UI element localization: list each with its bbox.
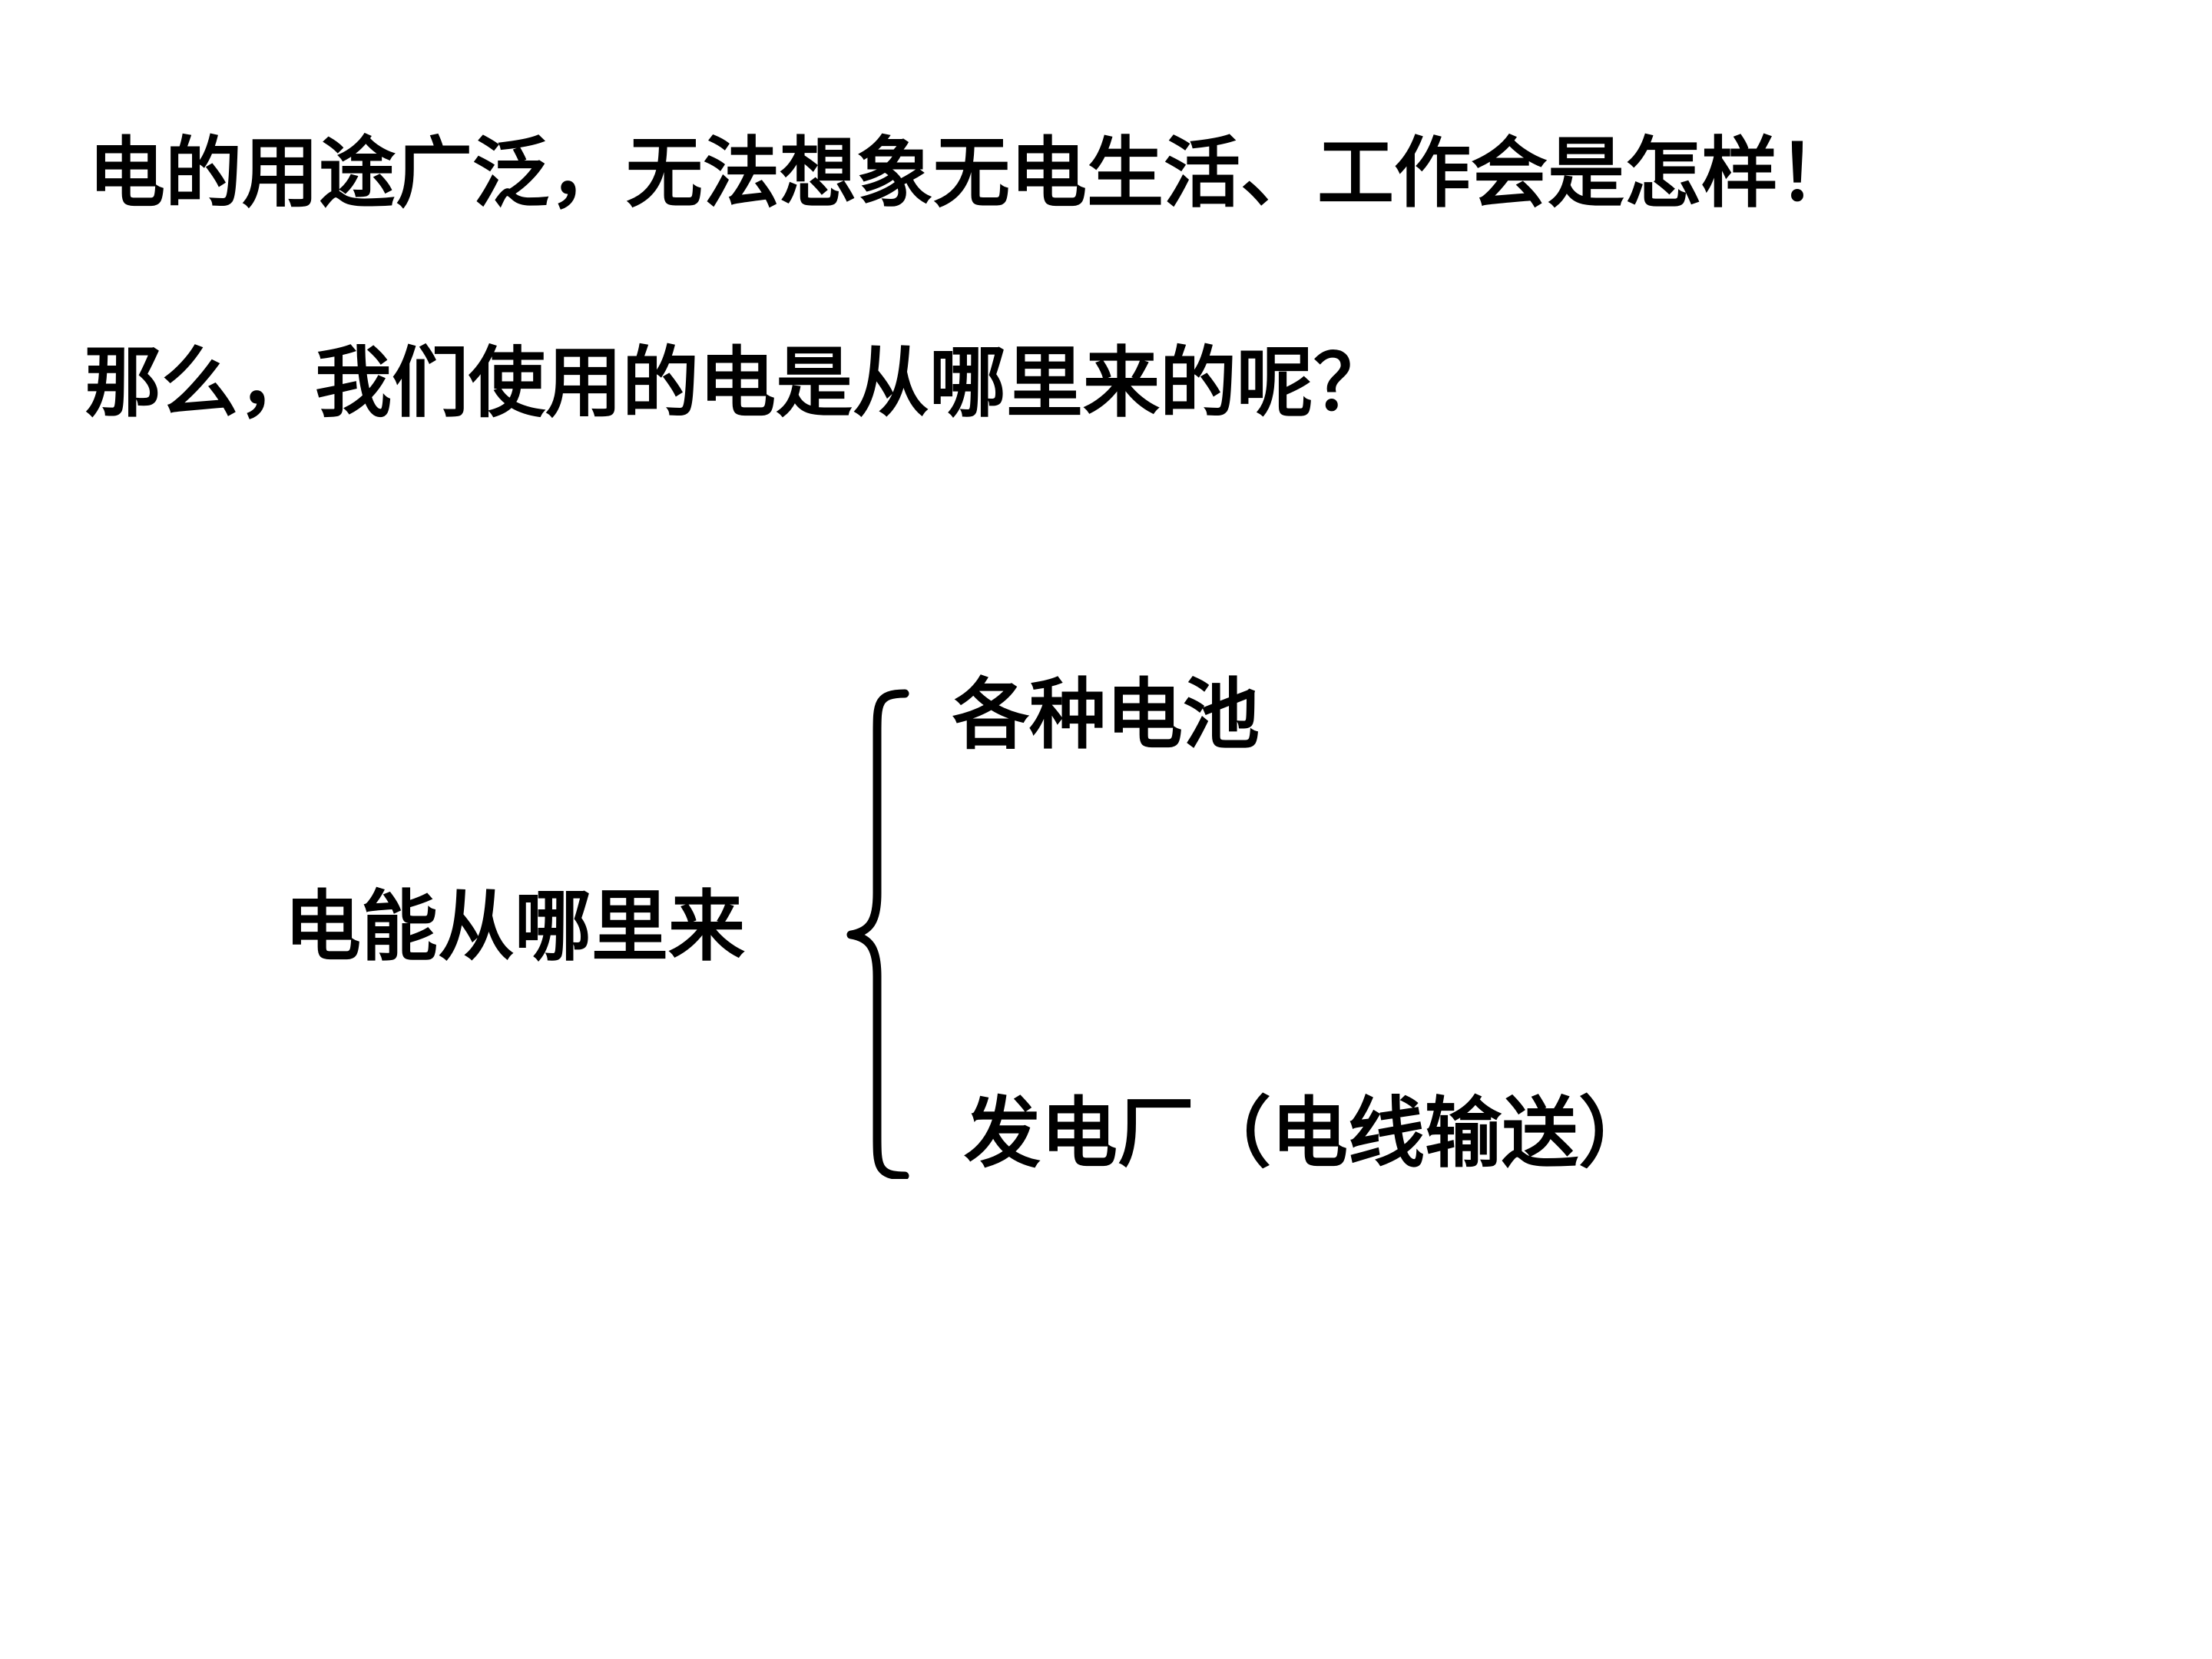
intro-statement: 电的用途广泛，无法想象无电生活、工作会是怎样！ (88, 127, 1855, 218)
question-text: 那么，我们使用的电是从哪里来的呢？ (84, 337, 1390, 428)
branch-battery: 各种电池 (952, 669, 1260, 760)
branch-power-plant: 发电厂（电线输送） (964, 1088, 1655, 1178)
diagram-root-label: 电能从哪里来 (284, 881, 745, 972)
curly-brace (846, 689, 909, 1179)
